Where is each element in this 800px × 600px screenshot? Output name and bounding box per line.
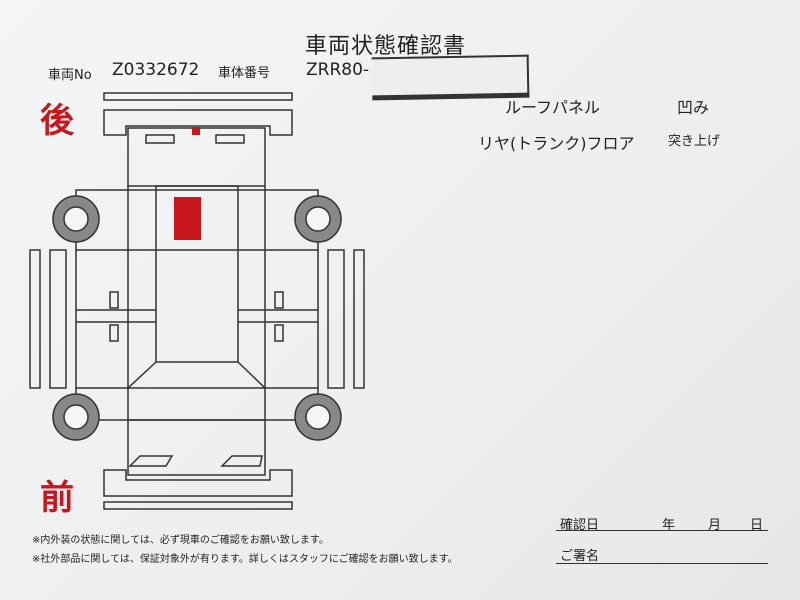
damage-mark-trunk <box>192 127 200 135</box>
signature-line <box>556 563 768 564</box>
damage-condition-1: 凹み <box>677 98 710 117</box>
damage-condition-2: 突き上げ <box>668 134 721 149</box>
front-label: 前 <box>40 478 74 518</box>
year-label: 年 <box>662 518 676 533</box>
damage-part-2: リヤ(トランク)フロア <box>478 134 635 153</box>
damage-part-1: ルーフパネル <box>505 98 601 117</box>
damage-mark-roof <box>174 197 201 240</box>
month-label: 月 <box>708 518 722 533</box>
rear-label: 後 <box>40 101 74 141</box>
chassis-value: ZRR80- <box>306 60 370 80</box>
vehicle-no-label: 車両No <box>48 68 92 83</box>
confirm-date-label: 確認日 <box>560 518 600 533</box>
chassis-label: 車体番号 <box>218 66 271 81</box>
footnote-1: ※内外装の状態に関しては、必ず現車のご確認をお願い致します。 <box>32 535 329 546</box>
page-title: 車両状態確認書 <box>305 34 467 59</box>
day-label: 日 <box>750 518 764 533</box>
signature-label: ご署名 <box>560 549 600 564</box>
date-line <box>556 530 768 531</box>
footnote-2: ※社外部品に関しては、保証対象外が有ります。詳しくはスタッフにご確認をお願い致し… <box>32 554 458 565</box>
vehicle-no-value: Z0332672 <box>112 60 200 80</box>
